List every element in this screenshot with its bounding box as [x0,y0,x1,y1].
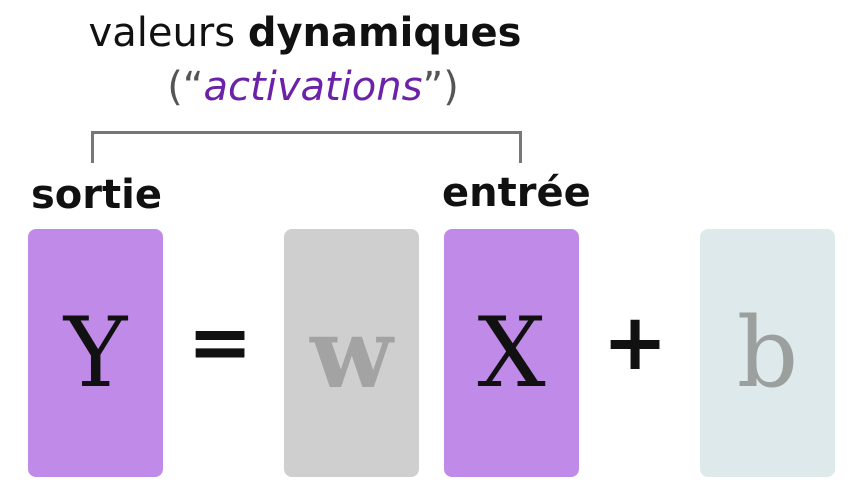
output-label: sortie [31,172,162,218]
output-y-box: Y [28,229,163,477]
bias-b-box: b [700,229,835,477]
output-symbol: Y [63,297,128,409]
input-label: entrée [442,170,591,216]
input-x-box: X [444,229,579,477]
subtitle-open-paren: (“ [167,64,204,110]
header-regular-text: valeurs [88,10,248,56]
header-subtitle: (“activations”) [0,64,626,110]
weight-w-box: w [284,229,419,477]
bias-symbol: b [736,297,799,409]
input-symbol: X [477,297,546,409]
equals-sign: = [187,298,253,388]
header-title: valeurs dynamiques [0,10,610,56]
subtitle-close-paren: ”) [422,64,459,110]
header-bold-text: dynamiques [247,10,522,56]
weight-symbol: w [310,296,393,410]
grouping-bracket [91,131,522,163]
subtitle-activations: activations [203,64,423,110]
plus-sign: + [602,298,668,388]
